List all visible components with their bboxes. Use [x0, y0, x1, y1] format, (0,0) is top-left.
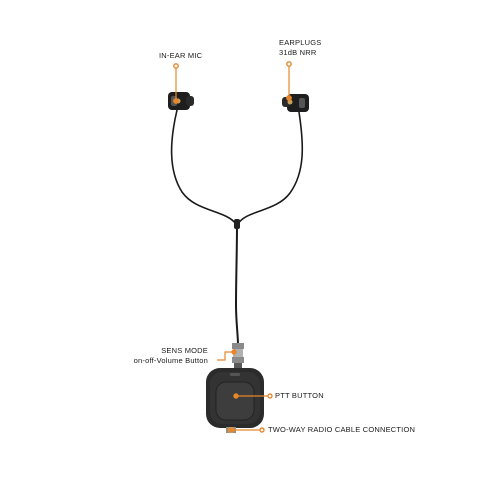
dot-in-ear-mic-end [173, 98, 179, 104]
radio-connection-label: TWO-WAY RADIO CABLE CONNECTION [268, 425, 416, 434]
callout-sens-mode: SENS MODE on-off-Volume Button [134, 346, 208, 366]
dot-earplugs-top [286, 61, 292, 67]
leader-sens-mode [217, 351, 234, 361]
callout-leaders [175, 64, 290, 431]
ptt-button-label: PTT BUTTON [275, 391, 324, 400]
dot-sens-mode [231, 349, 237, 355]
dot-radio-label [259, 427, 265, 433]
main-cable [234, 223, 239, 346]
dot-in-ear-mic-top [173, 63, 179, 69]
earphone-cables [170, 109, 304, 346]
right-cable [237, 111, 304, 225]
sens-mode-knob [232, 343, 244, 371]
dot-radio-end [228, 427, 234, 433]
cable-splitter [234, 219, 240, 229]
ptt-button-pad [215, 381, 255, 421]
callout-dots [173, 61, 292, 433]
earplugs-nrr-label: 31dB NRR [279, 48, 317, 57]
sens-mode-label: SENS MODE [161, 346, 208, 355]
callout-earplugs: EARPLUGS 31dB NRR [279, 38, 321, 58]
in-ear-mic-label: IN-EAR MIC [159, 51, 203, 60]
dot-earplugs-end [286, 95, 292, 101]
volume-button-label: on-off-Volume Button [133, 356, 208, 365]
earplugs-label: EARPLUGS [279, 38, 322, 47]
right-earplug [282, 94, 309, 112]
left-earplug [168, 92, 194, 110]
callout-ptt-button: PTT BUTTON [275, 391, 324, 401]
left-cable [170, 109, 237, 225]
callout-in-ear-mic: IN-EAR MIC [159, 51, 202, 61]
dot-ptt-end [233, 393, 239, 399]
callout-radio-connection: TWO-WAY RADIO CABLE CONNECTION [268, 425, 415, 435]
dot-ptt-label [267, 393, 273, 399]
